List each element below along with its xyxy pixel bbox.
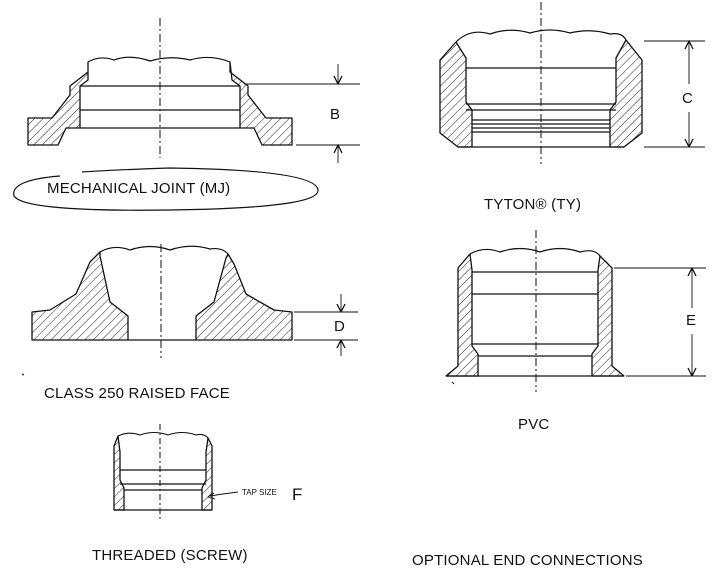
dimension-c-label: C <box>682 90 693 107</box>
tyton-fitting <box>439 2 705 164</box>
tyton-label: TYTON® (TY) <box>484 196 582 213</box>
dimension-f-label: F <box>292 485 303 504</box>
optional-end-connections-label: OPTIONAL END CONNECTIONS <box>412 552 643 569</box>
pvc-fitting <box>445 230 706 392</box>
pvc-label: PVC <box>518 416 550 433</box>
dimension-d-label: D <box>334 318 345 335</box>
threaded-label: THREADED (SCREW) <box>92 547 248 564</box>
mechanical-joint-fitting <box>27 18 360 163</box>
tap-size-label: TAP SIZE <box>242 488 277 497</box>
mj-label-ellipse <box>13 167 319 211</box>
class250-fitting <box>31 244 358 358</box>
threaded-fitting <box>113 424 239 520</box>
mechanical-joint-label: MECHANICAL JOINT (MJ) <box>47 180 231 197</box>
dimension-e-label: E <box>686 312 697 329</box>
dimension-b-label: B <box>330 106 341 123</box>
class250-label: CLASS 250 RAISED FACE <box>44 385 230 402</box>
